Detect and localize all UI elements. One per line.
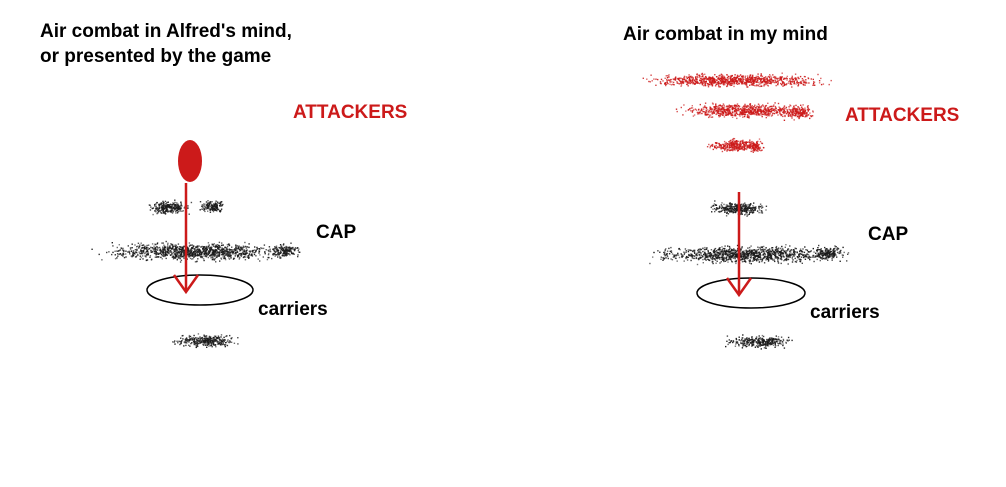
left-carriers-ellipse — [146, 274, 254, 306]
right-attacker-wave-3 — [706, 137, 765, 153]
right-attack-arrow — [725, 192, 753, 298]
right-attacker-wave-2 — [675, 102, 814, 121]
left-cap-formation-wide — [91, 240, 301, 263]
left-cap-formation-top — [148, 199, 224, 216]
right-diagram — [642, 72, 850, 350]
right-attacker-wave-1 — [642, 72, 832, 88]
right-carriers-ellipse — [696, 277, 806, 309]
left-carriers-label: carriers — [258, 299, 328, 320]
right-attackers-label: ATTACKERS — [845, 105, 960, 126]
left-escort-formation-low — [172, 333, 239, 349]
left-cap-label: CAP — [316, 222, 357, 243]
right-panel: Air combat in my mind ATTACKERS CAP carr… — [503, 0, 1006, 487]
left-attackers-label: ATTACKERS — [293, 102, 408, 123]
right-cap-formation-top — [710, 200, 768, 217]
right-escort-formation-low — [725, 334, 793, 350]
left-attack-arrow — [172, 183, 200, 295]
left-attacker-blob — [178, 140, 202, 182]
left-diagram — [91, 140, 301, 349]
left-title-line2: or presented by the game — [40, 46, 272, 67]
right-carriers-label: carriers — [810, 302, 880, 323]
right-cap-formation-wide — [649, 244, 850, 266]
left-title-line1: Air combat in Alfred's mind, — [40, 21, 292, 42]
right-title: Air combat in my mind — [623, 24, 828, 45]
right-cap-label: CAP — [868, 224, 909, 245]
left-panel: Air combat in Alfred's mind, or presente… — [40, 21, 408, 349]
